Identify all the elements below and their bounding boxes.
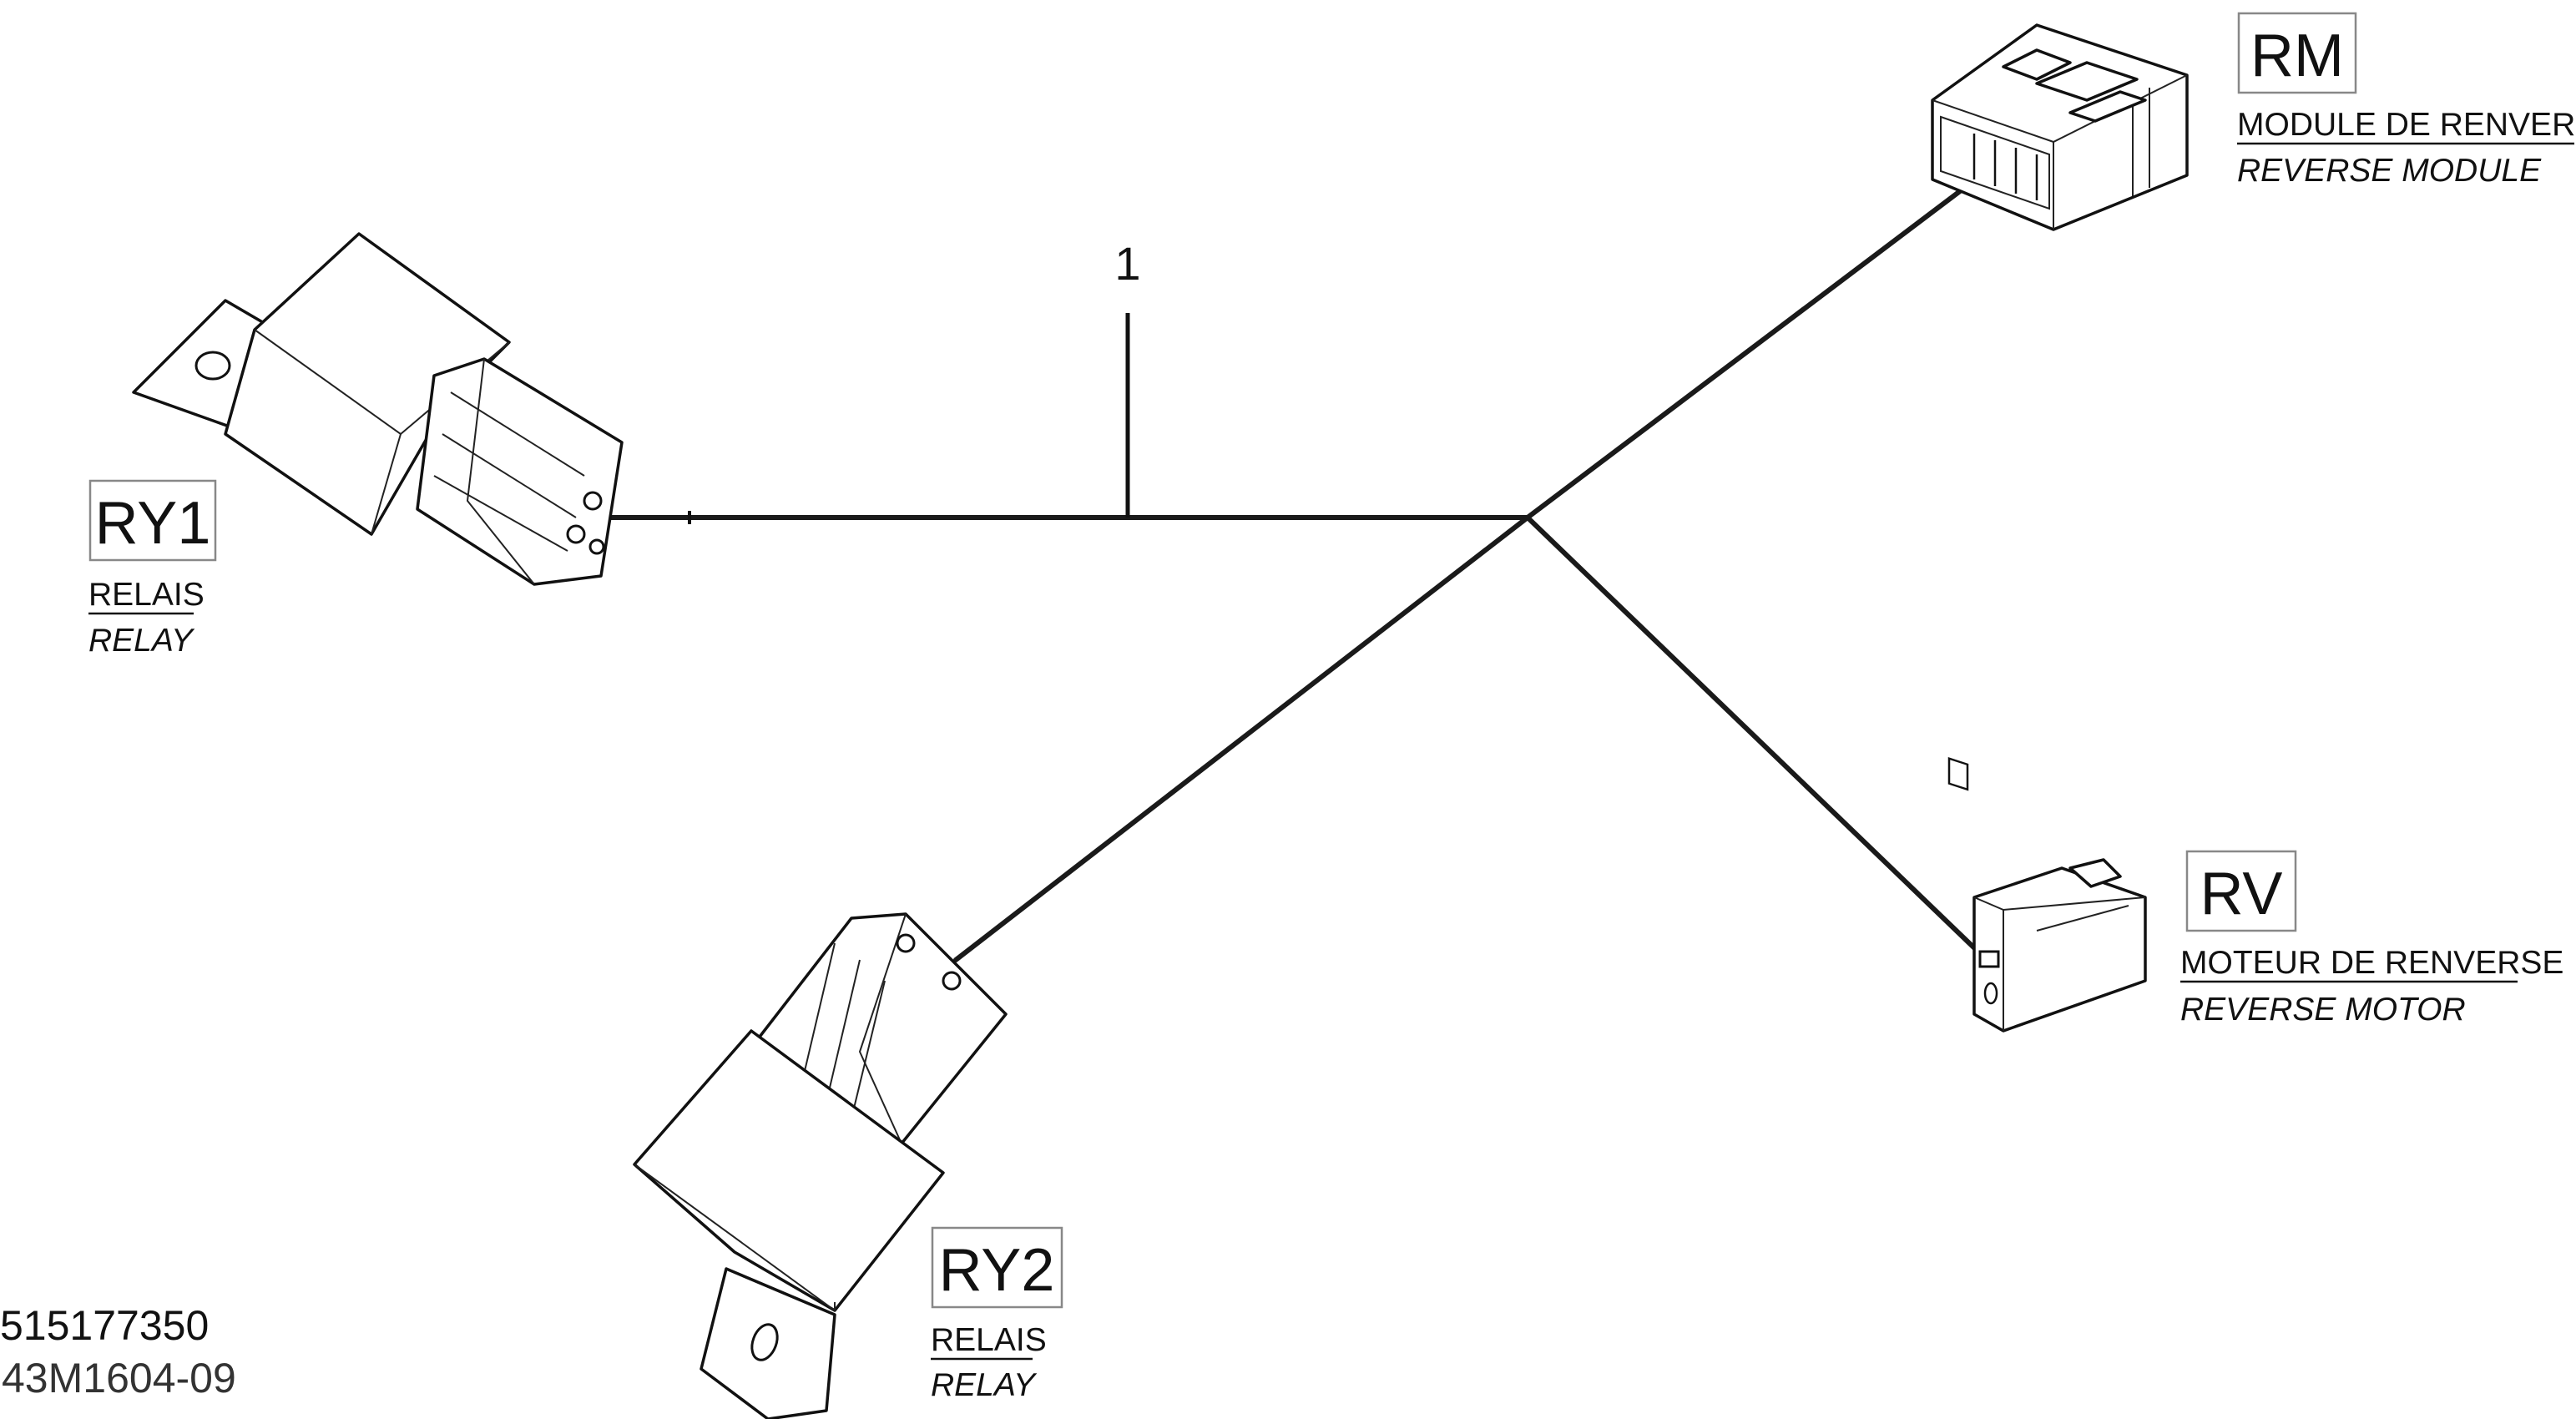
label-ry1: RY1 RELAIS RELAY [88,479,217,659]
illustration-reference: 43M1604-09 [2,1355,236,1401]
connector-rv-pin-cavity [1978,950,2000,968]
wiring-harness: 1 [590,181,1989,962]
connector-rv-body [1972,866,2147,1033]
callout-number: 1 [1114,237,1140,290]
label-ry1-english: RELAY [88,623,195,659]
label-ry2-english: RELAY [931,1367,1038,1403]
label-ry2: RY2 RELAIS RELAY [931,1226,1063,1403]
label-rv-english: REVERSE MOTOR [2180,992,2466,1028]
relay-ry2-mount-hole [750,1323,779,1361]
label-rv-code-box [2185,850,2297,932]
relay-ry2-body [633,1029,945,1312]
label-ry2-french: RELAIS [931,1322,1047,1358]
label-rv: RV MOTEUR DE RENVERSE REVERSE MOTOR [2180,850,2563,1028]
label-rm-code-box [2237,12,2357,94]
relay-ry1 [132,232,624,586]
relay-ry1-mount-hole [194,351,231,381]
label-ry1-code: RY1 [95,490,211,557]
wire-rm-branch [1525,181,1972,520]
connector-rv-latch [2068,858,2122,888]
label-ry1-french: RELAIS [88,577,205,613]
label-rm-english: REVERSE MODULE [2237,153,2542,189]
label-ry2-code: RY2 [939,1237,1055,1304]
label-ry1-code-box [88,479,217,562]
part-number: 515177350 [0,1302,209,1349]
label-ry2-code-box [931,1226,1063,1309]
label-rv-code: RV [2200,861,2283,927]
connector-rm-pin-cavity [1947,757,1969,791]
label-rm-code: RM [2250,23,2344,89]
label-rm: RM MODULE DE RENVERSE REVERSE MODULE [2237,12,2576,189]
relay-ry2 [633,912,1008,1419]
wire-rv-branch [1525,515,1989,962]
label-rm-french: MODULE DE RENVERSE [2237,107,2576,143]
connector-rm [1931,23,2189,791]
connector-rv [1972,858,2147,1033]
wire-ry2-branch [953,515,1530,962]
label-rv-french: MOTEUR DE RENVERSE [2180,945,2563,981]
